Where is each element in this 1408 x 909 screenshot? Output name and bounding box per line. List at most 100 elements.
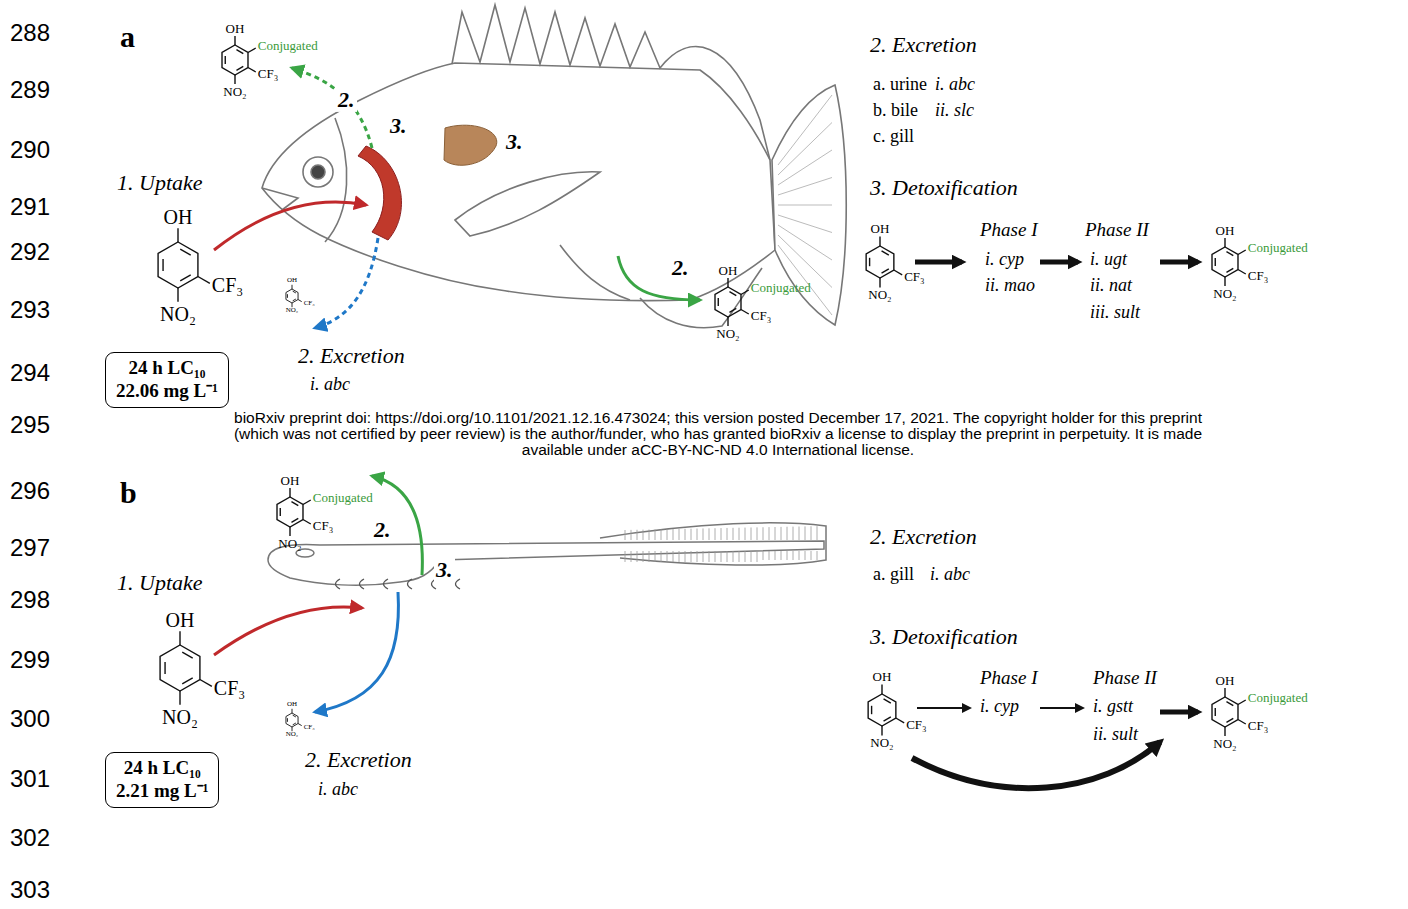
label-text: CF₃ xyxy=(304,724,315,732)
label-text: OH xyxy=(226,22,245,36)
fin-hatch xyxy=(751,551,752,562)
lc10-box: 24 h LC₁₀22.06 mg L⁻¹ xyxy=(105,352,229,408)
substituent-bond xyxy=(298,724,302,726)
label-text: bioRxiv preprint doi: https://doi.org/10… xyxy=(234,409,1202,426)
detox-arrow xyxy=(1160,710,1198,715)
fin-hatch xyxy=(691,551,692,562)
label-text: 1. Uptake xyxy=(117,571,203,595)
label-text: CF₃ xyxy=(258,67,278,81)
label-text: NO₂ xyxy=(286,732,299,740)
double-bond xyxy=(293,291,296,293)
label-text: i. cyp xyxy=(985,250,1024,270)
substituent-bond xyxy=(289,527,290,536)
label-text: a xyxy=(120,20,135,53)
substituent-bond xyxy=(289,488,290,497)
detox-arrow xyxy=(1040,707,1083,709)
substituent-bond xyxy=(177,228,178,242)
label-text: Conjugated xyxy=(313,491,373,505)
substituent-bond xyxy=(1224,688,1225,697)
double-bond xyxy=(1215,258,1216,266)
finfold-hatching xyxy=(625,526,817,562)
double-bond xyxy=(293,715,296,717)
fin-hatch xyxy=(625,551,626,562)
benzene-ring xyxy=(286,709,302,731)
fin-hatch xyxy=(811,551,812,560)
fin-hatch xyxy=(751,527,752,540)
fin-hatch xyxy=(775,527,776,540)
substituent-bond xyxy=(292,285,293,289)
label-text: i. abc xyxy=(318,780,358,800)
substituent-bond xyxy=(879,278,880,288)
fin-hatch xyxy=(631,551,632,562)
substituent-bond xyxy=(1224,727,1225,736)
substituent-bond xyxy=(303,520,311,525)
gill-excretion-parent-arrow xyxy=(315,238,378,328)
fish-body xyxy=(262,63,775,301)
fin-hatch xyxy=(787,551,788,560)
double-bond xyxy=(882,269,889,273)
label-text: Conjugated xyxy=(258,39,318,53)
gill-excretion-parent-arrow xyxy=(315,592,398,712)
double-bond xyxy=(1226,702,1233,706)
label-text: 299 xyxy=(10,647,50,673)
label-text: CF₃ xyxy=(214,677,245,699)
benzene-ring xyxy=(222,36,256,84)
label-text: NO₂ xyxy=(223,85,246,99)
fin-hatch xyxy=(727,528,728,540)
ring-bond xyxy=(715,287,741,317)
double-bond xyxy=(225,56,226,64)
label-text: 301 xyxy=(10,766,50,792)
fin-hatch xyxy=(643,530,644,540)
double-bond xyxy=(236,66,243,70)
fin-hatch xyxy=(649,530,650,540)
fin-hatch xyxy=(775,551,776,560)
label-text: Phase II xyxy=(1093,668,1157,689)
label-text: CF₃ xyxy=(751,309,771,323)
double-bond xyxy=(291,518,298,522)
label-text: 289 xyxy=(10,77,50,103)
substituent-bond xyxy=(1238,270,1246,275)
double-bond xyxy=(293,299,296,301)
label-text: i. abc xyxy=(935,75,975,95)
substituent-bond xyxy=(234,75,235,84)
label-text: Conjugated xyxy=(1248,691,1308,705)
label-text: 297 xyxy=(10,535,50,561)
box-text: 2.21 mg L⁻¹ xyxy=(116,780,208,803)
larva-drawing xyxy=(268,523,826,585)
fin-hatch xyxy=(805,526,806,540)
label-text: NO₂ xyxy=(870,736,893,750)
label-text: CF₃ xyxy=(906,718,926,732)
double-bond xyxy=(182,678,192,684)
double-bond xyxy=(729,292,736,296)
substituent-bond xyxy=(1238,700,1246,705)
label-text: i. abc xyxy=(930,565,970,585)
anal-fin xyxy=(640,268,762,328)
ring-bond xyxy=(160,645,200,691)
label-text: Conjugated xyxy=(1248,241,1308,255)
double-bond xyxy=(236,50,243,54)
benzene-ring xyxy=(286,285,302,307)
label-text: CF₃ xyxy=(904,270,924,284)
label-text: OH xyxy=(287,701,297,709)
label-text: Phase I xyxy=(980,220,1038,241)
double-bond xyxy=(287,718,288,722)
label-text: Phase I xyxy=(980,668,1038,689)
substituent-bond xyxy=(1238,250,1246,255)
fin-hatch xyxy=(817,551,818,560)
double-bond xyxy=(871,706,872,714)
box-text: 24 h LC₁₀ xyxy=(116,757,208,780)
fin-hatch xyxy=(637,530,638,540)
label-text: NO₂ xyxy=(716,327,739,341)
label-text: NO₂ xyxy=(278,537,301,551)
label-text: 2. Excretion xyxy=(298,344,405,368)
phase-bypass-arrow xyxy=(912,742,1160,788)
fin-hatch xyxy=(739,551,740,562)
fin-hatch xyxy=(709,551,710,562)
fin-hatch xyxy=(697,551,698,562)
sunfish-drawing xyxy=(262,5,846,328)
ring-bond xyxy=(1212,697,1238,727)
fin-hatch xyxy=(763,551,764,560)
fin-hatch xyxy=(697,529,698,540)
fin-hatch xyxy=(679,551,680,562)
fin-hatch xyxy=(727,551,728,562)
